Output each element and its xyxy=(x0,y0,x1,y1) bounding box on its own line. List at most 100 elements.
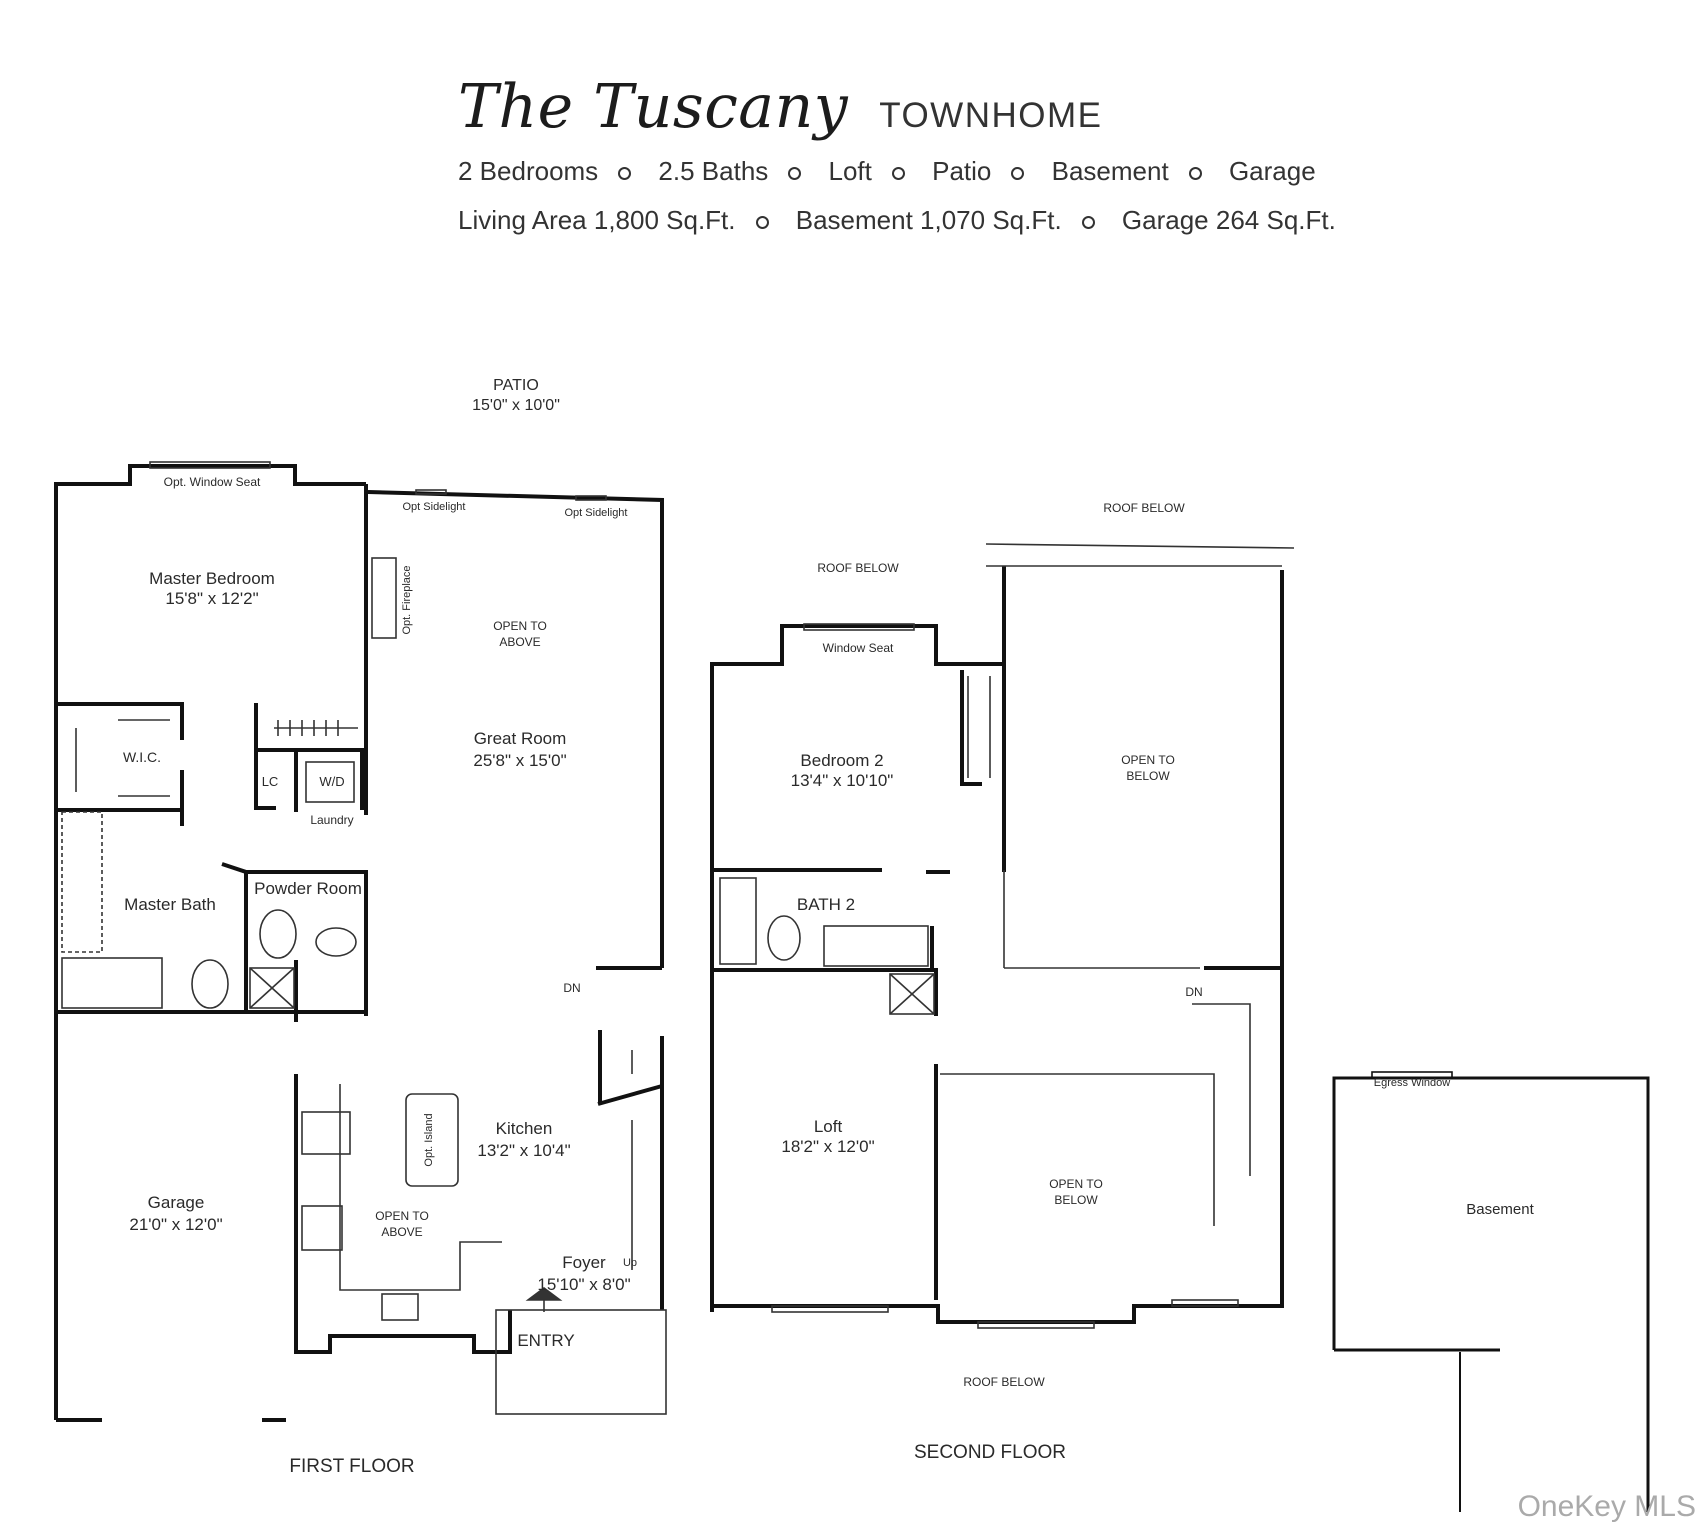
area-living: Living Area 1,800 Sq.Ft. xyxy=(458,205,736,235)
entry-porch xyxy=(495,1309,667,1415)
labels: PATIO 15'0" x 10'0" Opt. Window Seat Opt… xyxy=(123,377,1535,1477)
master-bedroom-label: Master Bedroom xyxy=(149,569,275,588)
garage-label: Garage xyxy=(148,1193,205,1212)
loft-size: 18'2" x 12'0" xyxy=(781,1137,874,1156)
sidelight-icon xyxy=(575,495,607,501)
title-row: The Tuscany TOWNHOME xyxy=(458,72,1358,142)
bullet-icon xyxy=(1011,166,1025,180)
toilet-icon xyxy=(259,909,297,959)
roof-below-label: ROOF BELOW xyxy=(817,561,899,575)
second-floor-details xyxy=(719,543,1295,1329)
powder-room-label: Powder Room xyxy=(254,879,362,898)
window-icon xyxy=(1171,1299,1239,1307)
bedroom2-size: 13'4" x 10'10" xyxy=(791,771,894,790)
open-below-rail xyxy=(940,1073,1215,1226)
feature-bedrooms: 2 Bedrooms xyxy=(458,156,599,186)
loft-label: Loft xyxy=(814,1117,843,1136)
entry-label: ENTRY xyxy=(517,1331,574,1350)
wd-label: W/D xyxy=(319,774,344,789)
bath2-bottom-wall xyxy=(714,968,938,1016)
window-icon xyxy=(149,461,271,469)
bath2-label: BATH 2 xyxy=(797,895,855,914)
island-note: Opt. Island xyxy=(423,1113,435,1166)
basement xyxy=(1332,1071,1650,1512)
window-seat-note: Opt. Window Seat xyxy=(164,475,261,489)
toilet-icon xyxy=(191,959,229,1009)
fireplace-note: Opt. Fireplace xyxy=(401,565,413,634)
open-above-line2: ABOVE xyxy=(499,635,540,649)
feature-patio: Patio xyxy=(932,156,992,186)
shower-icon xyxy=(61,957,163,1009)
kitchen-outer-wall xyxy=(294,1074,512,1354)
patio-size: 15'0" x 10'0" xyxy=(472,397,560,414)
roof-line xyxy=(985,543,1295,549)
laundry-label: Laundry xyxy=(310,813,353,827)
sidelight-note: Opt Sidelight xyxy=(403,501,466,513)
first-floor-details xyxy=(61,461,667,1415)
bullet-icon xyxy=(1188,166,1202,180)
stair-landing xyxy=(597,1084,663,1106)
oven-icon xyxy=(301,1111,351,1155)
bullet-icon xyxy=(618,166,632,180)
first-floor-caption: FIRST FLOOR xyxy=(289,1456,414,1477)
watermark: OneKey MLS xyxy=(1517,1490,1696,1523)
master-bedroom-rear-wall xyxy=(54,464,366,1420)
basement-label: Basement xyxy=(1466,1201,1534,1218)
great-room-size: 25'8" x 15'0" xyxy=(473,751,566,770)
toilet-icon xyxy=(767,915,801,961)
master-bath-label: Master Bath xyxy=(124,895,216,914)
closet-wall xyxy=(960,670,982,786)
feature-garage: Garage xyxy=(1228,156,1316,186)
bullet-icon xyxy=(891,166,905,180)
washer-dryer-icon xyxy=(305,761,355,803)
open-below-line1: OPEN TO xyxy=(1049,1177,1103,1191)
bullet-icon xyxy=(1081,215,1095,229)
bullet-icon xyxy=(755,215,769,229)
sidelight-icon xyxy=(415,489,447,495)
great-room-label: Great Room xyxy=(474,729,567,748)
second-floor-outer-wall xyxy=(712,570,1284,1324)
sink-icon xyxy=(381,1293,419,1321)
area-basement: Basement 1,070 Sq.Ft. xyxy=(795,205,1062,235)
stair-dn-label: DN xyxy=(1185,985,1202,999)
bedroom2-label: Bedroom 2 xyxy=(800,751,883,770)
window-seat-label: Window Seat xyxy=(823,641,894,655)
egress-window-label: Egress Window xyxy=(1374,1077,1450,1089)
roof-below-label: ROOF BELOW xyxy=(1103,501,1185,515)
patio-label: PATIO xyxy=(493,377,539,394)
first-floor xyxy=(54,464,664,1422)
kitchen-size: 13'2" x 10'4" xyxy=(477,1141,570,1160)
counter-outline xyxy=(339,1084,502,1291)
vanity-icon xyxy=(823,925,929,967)
sidelight-note: Opt Sidelight xyxy=(565,507,628,519)
open-below-line2: BELOW xyxy=(1126,769,1170,783)
features-row: 2 Bedrooms 2.5 Baths Loft Patio Basement… xyxy=(458,156,1358,187)
feature-basement: Basement xyxy=(1051,156,1169,186)
window-icon xyxy=(977,1321,1095,1329)
window-icon xyxy=(803,623,915,631)
tub-icon xyxy=(61,811,103,953)
area-garage: Garage 264 Sq.Ft. xyxy=(1121,205,1336,235)
kitchen-open-above-line1: OPEN TO xyxy=(375,1209,429,1223)
areas-row: Living Area 1,800 Sq.Ft. Basement 1,070 … xyxy=(458,205,1358,236)
master-bath-bottom-wall xyxy=(58,1010,298,1022)
stair-up-label: Up xyxy=(623,1257,637,1269)
stair-dn-label: DN xyxy=(563,981,580,995)
lc-label: LC xyxy=(262,774,279,789)
second-floor-caption: SECOND FLOOR xyxy=(914,1442,1066,1463)
shelving-icon xyxy=(75,719,358,797)
egress-window-icon xyxy=(1371,1071,1453,1079)
plan-subtitle: TOWNHOME xyxy=(879,96,1103,135)
master-bath-wall xyxy=(221,862,248,1012)
open-above-line1: OPEN TO xyxy=(493,619,547,633)
roof-below-label: ROOF BELOW xyxy=(963,1375,1045,1389)
laundry-wall xyxy=(296,748,364,810)
basement-outer-wall xyxy=(1332,1076,1650,1512)
tub-icon xyxy=(719,877,757,965)
garage-size: 21'0" x 12'0" xyxy=(129,1215,222,1234)
master-bedroom-size: 15'8" x 12'2" xyxy=(165,589,258,608)
sink-icon xyxy=(315,927,357,957)
open-below-line2: BELOW xyxy=(1054,1193,1098,1207)
feature-baths: 2.5 Baths xyxy=(658,156,769,186)
